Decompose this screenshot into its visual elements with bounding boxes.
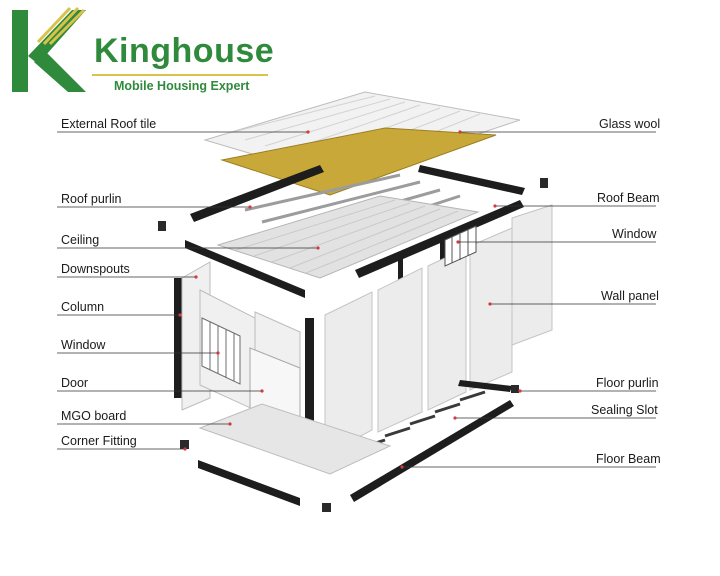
left-window bbox=[201, 317, 241, 385]
leader-lines bbox=[57, 131, 656, 468]
right-window bbox=[444, 225, 477, 267]
label-downspouts: Downspouts bbox=[61, 262, 130, 276]
label-wall-panel: Wall panel bbox=[601, 289, 659, 303]
label-external-roof-tile: External Roof tile bbox=[61, 117, 157, 131]
kinghouse-logo-icon bbox=[12, 6, 86, 92]
label-roof-purlin: Roof purlin bbox=[61, 192, 122, 206]
brand-tagline: Mobile Housing Expert bbox=[114, 79, 250, 93]
floor-purlins bbox=[334, 390, 486, 462]
corner-fittings bbox=[158, 178, 548, 512]
label-column: Column bbox=[61, 300, 105, 314]
label-corner-fitting: Corner Fitting bbox=[61, 434, 137, 448]
mgo-board bbox=[198, 403, 392, 475]
right-wall-panels bbox=[324, 204, 553, 456]
label-window-left: Window bbox=[61, 338, 106, 352]
brand-rule bbox=[92, 74, 268, 76]
label-floor-purlin: Floor purlin bbox=[596, 376, 659, 390]
label-ceiling: Ceiling bbox=[61, 233, 100, 247]
label-mgo-board: MGO board bbox=[61, 409, 127, 423]
label-glass-wool: Glass wool bbox=[599, 117, 661, 131]
label-door: Door bbox=[61, 376, 89, 390]
floor-beams bbox=[198, 380, 514, 506]
label-floor-beam: Floor Beam bbox=[596, 452, 661, 466]
label-roof-beam: Roof Beam bbox=[597, 191, 660, 205]
roof-frame bbox=[185, 165, 525, 298]
label-window-right: Window bbox=[612, 227, 657, 241]
brand-name: Kinghouse bbox=[94, 32, 275, 70]
brand-block: Kinghouse Mobile Housing Expert bbox=[8, 4, 278, 96]
label-sealing-slot: Sealing Slot bbox=[591, 403, 658, 417]
